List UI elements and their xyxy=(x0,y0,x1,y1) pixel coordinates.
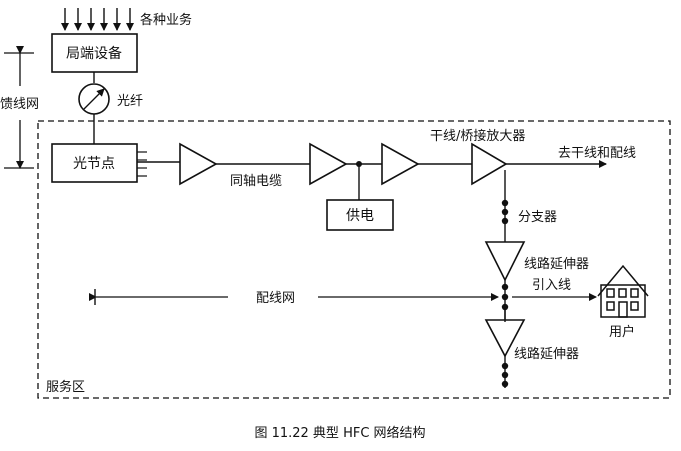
drop-line-label: 引入线 xyxy=(532,278,571,293)
headend-label: 局端设备 xyxy=(66,45,122,62)
figure-caption: 图 11.22 典型 HFC 网络结构 xyxy=(254,425,425,441)
trunk-bridge-amplifier xyxy=(471,142,508,186)
splitter-label: 分支器 xyxy=(518,210,557,225)
amplifier-2 xyxy=(309,142,348,186)
line-extender-1 xyxy=(484,241,526,282)
amplifier-1 xyxy=(179,142,218,186)
line-extender-2-label: 线路延伸器 xyxy=(514,346,579,362)
end-dots xyxy=(501,362,509,388)
power-box xyxy=(326,199,394,231)
line-extender-2 xyxy=(484,319,526,358)
service-input-arrows xyxy=(61,8,134,31)
distribution-label: 配线网 xyxy=(256,291,295,306)
optical-node-box xyxy=(51,143,138,183)
service-area-label: 服务区 xyxy=(46,379,85,395)
power-label: 供电 xyxy=(346,208,374,224)
service-area-boundary xyxy=(37,120,671,399)
optical-node-label: 光节点 xyxy=(73,156,115,172)
to-trunk-label: 去干线和配线 xyxy=(558,146,636,161)
amplifier-3 xyxy=(381,142,420,186)
line-extender-1-label: 线路延伸器 xyxy=(524,256,589,272)
fiber-label: 光纤 xyxy=(117,94,143,109)
trunk-bridge-amp-label: 干线/桥接放大器 xyxy=(430,128,525,144)
services-label: 各种业务 xyxy=(140,12,192,28)
user-house-icon xyxy=(597,264,649,318)
coax-label: 同轴电缆 xyxy=(230,173,282,189)
feeder-label: 馈线网 xyxy=(0,97,39,112)
user-label: 用户 xyxy=(609,324,635,340)
optical-node-ports xyxy=(137,151,147,177)
feeder-bracket xyxy=(4,46,34,169)
splitter-dots xyxy=(501,199,509,225)
tap-dots xyxy=(501,283,509,311)
fiber-direction-arrow xyxy=(83,88,105,110)
